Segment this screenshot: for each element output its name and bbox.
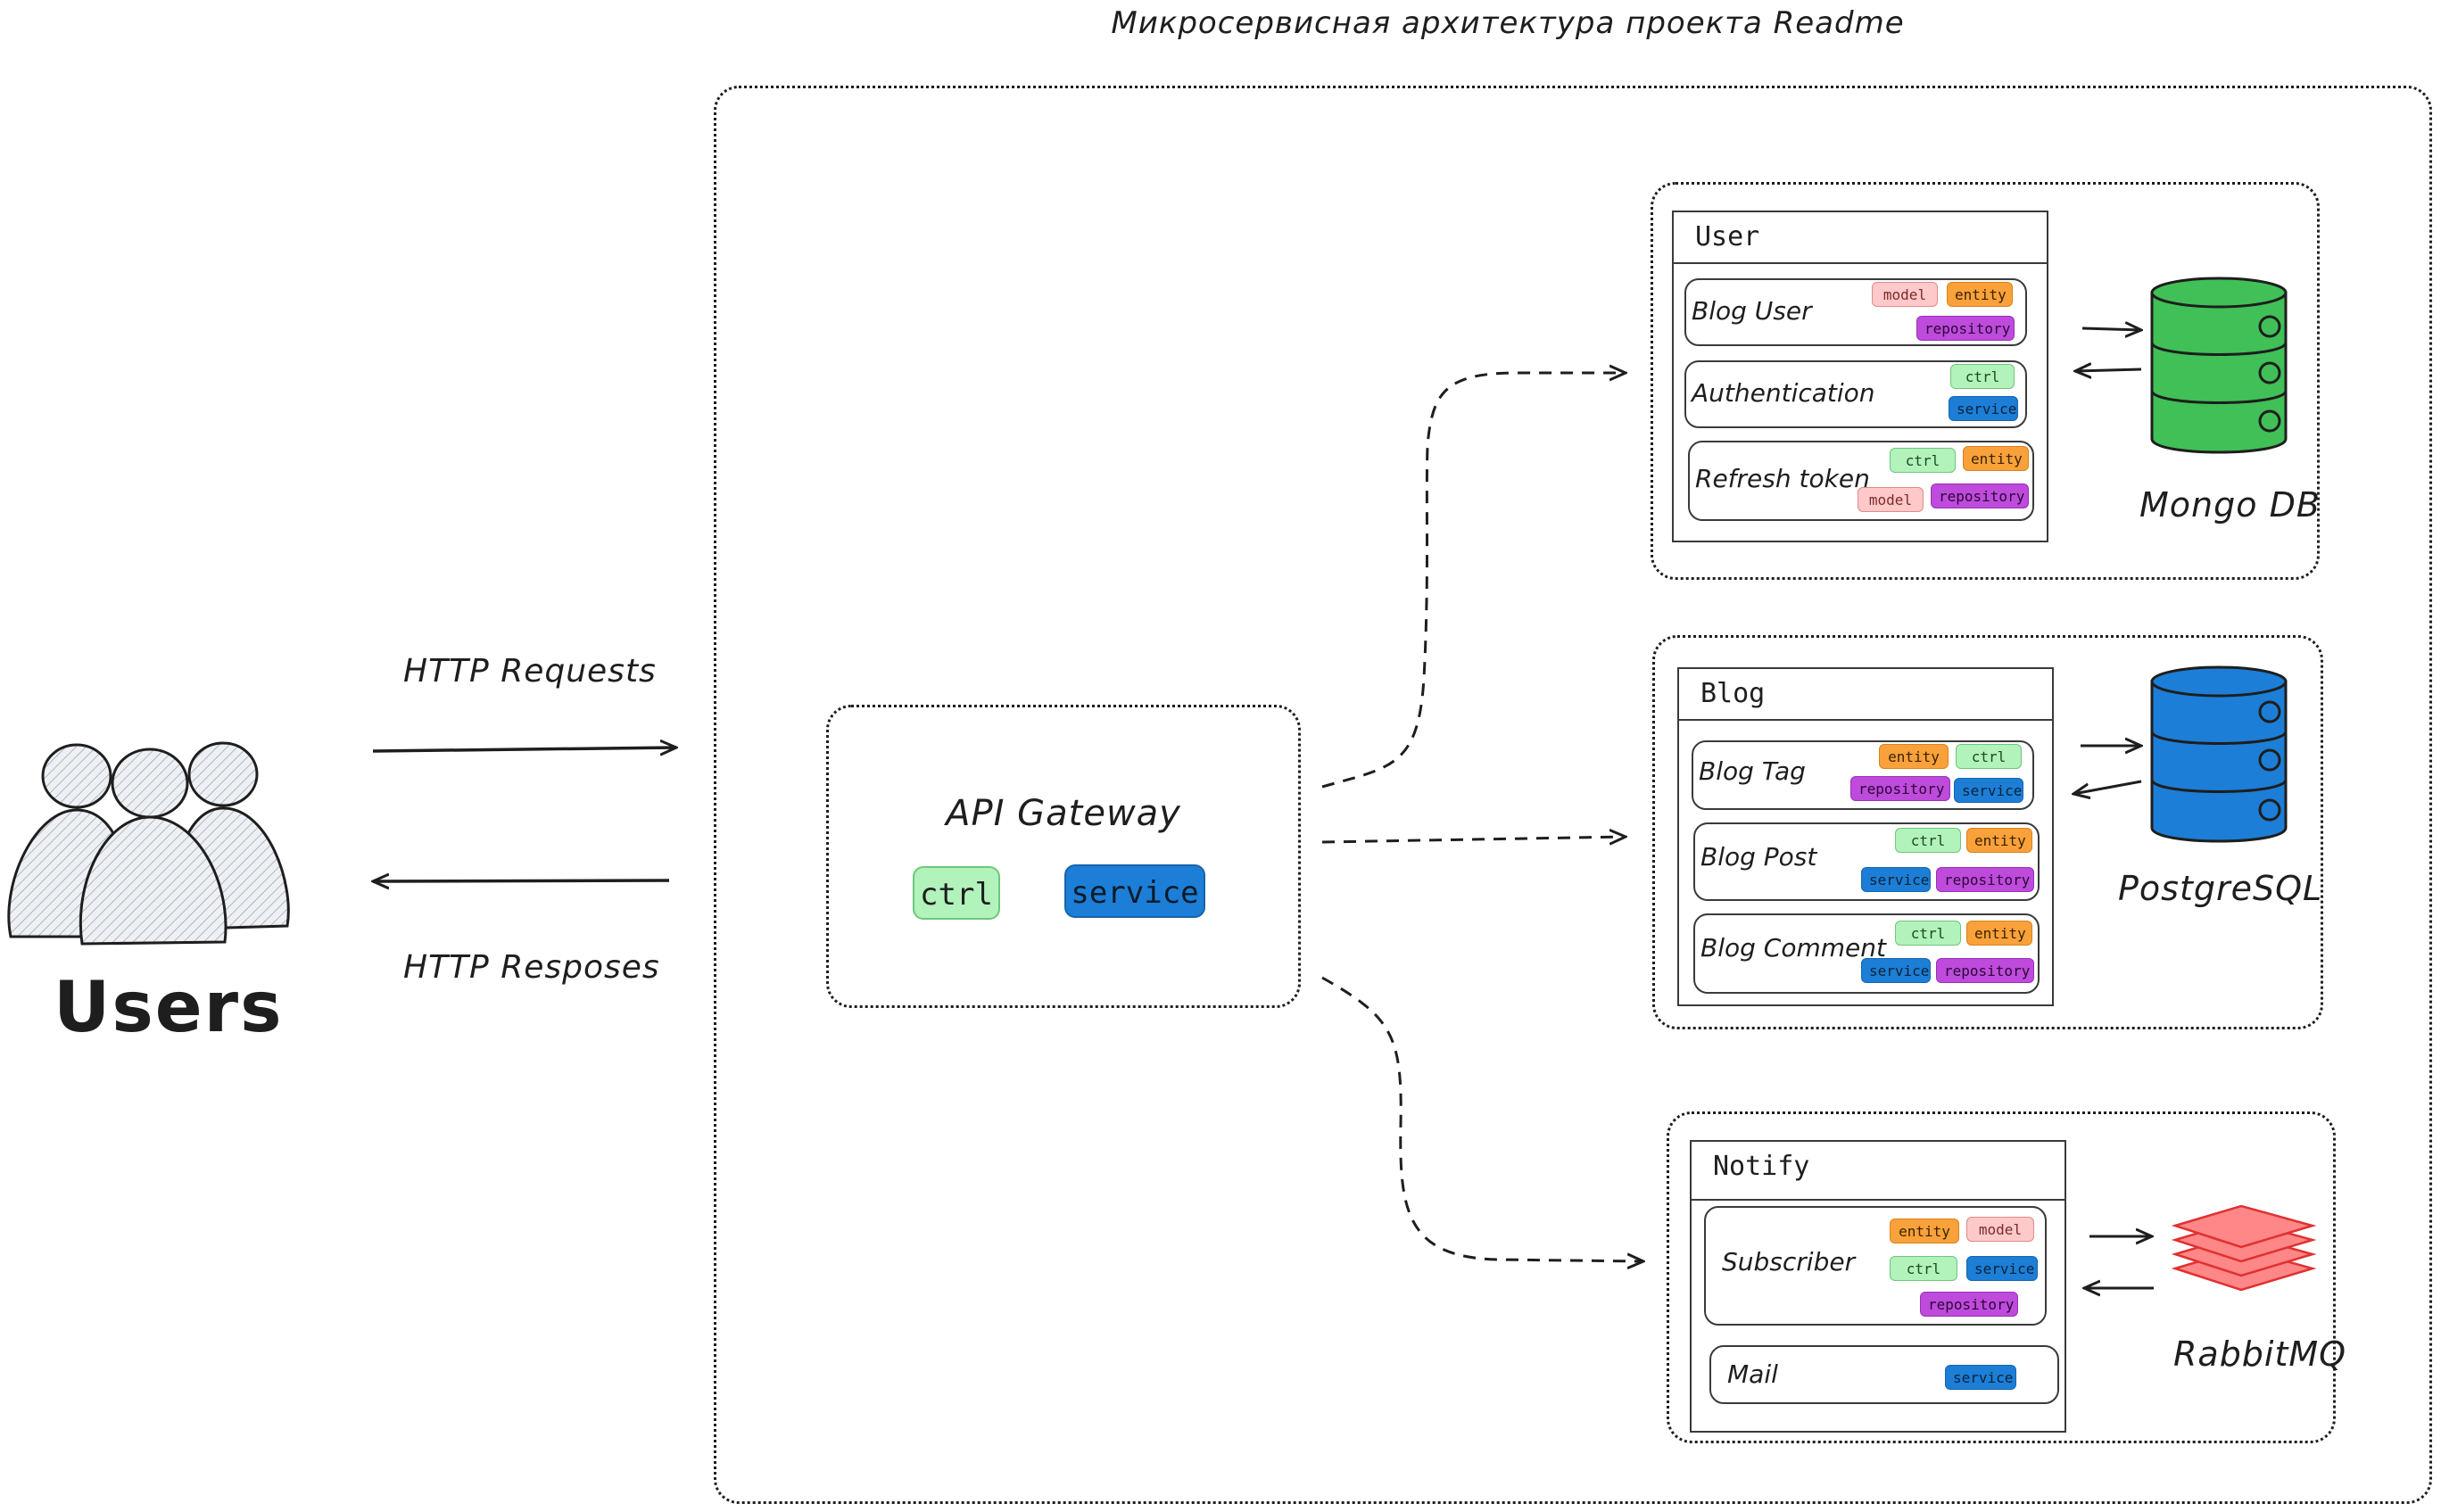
module-label: Mail [1727, 1359, 1778, 1389]
chip-ctrl: ctrl [1950, 364, 2015, 389]
chip-ctrl: ctrl [1895, 828, 1961, 853]
mongo-db-icon [2150, 277, 2288, 454]
notify-service-frame [1667, 1111, 2336, 1443]
module-label: Authentication [1692, 378, 1875, 408]
module-label: Blog Tag [1699, 756, 1806, 786]
notify-service-title: Notify [1713, 1151, 1810, 1182]
user-service-title: User [1695, 221, 1760, 252]
postgresql-db-icon [2150, 665, 2288, 843]
users-label: Users [54, 968, 284, 1048]
module-subscriber: Subscriber entity model ctrl service rep… [1704, 1206, 2047, 1326]
chip-repository: repository [1931, 483, 2029, 508]
chip-service: service [1949, 396, 2018, 421]
system-boundary [714, 86, 2432, 1504]
notify-service-panel: Notify Subscriber entity model ctrl serv… [1690, 1140, 2066, 1433]
chip-ctrl: ctrl [1890, 1256, 1957, 1281]
mongo-db-label: Mongo DB [2139, 485, 2321, 525]
chip-service: service [1861, 958, 1931, 983]
module-blog-tag: Blog Tag entity ctrl repository service [1692, 740, 2034, 810]
module-label: Subscriber [1722, 1247, 1856, 1277]
chip-model: model [1872, 282, 1938, 307]
diagram-title: Микросервисная архитектура проекта Readm… [1111, 5, 1905, 41]
chip-ctrl: ctrl [1890, 448, 1956, 473]
blog-service-panel: Blog Blog Tag entity ctrl repository ser… [1677, 667, 2054, 1006]
chip-entity: entity [1966, 828, 2032, 853]
postgresql-label: PostgreSQL [2118, 869, 2323, 908]
blog-db-response-arrow [2073, 780, 2142, 794]
users-icon [7, 741, 290, 946]
chip-service: service [1861, 867, 1931, 892]
chip-repository: repository [1850, 776, 1950, 801]
chip-ctrl: ctrl [1895, 921, 1961, 946]
rabbitmq-label: RabbitMQ [2173, 1334, 2347, 1374]
chip-service: service [1945, 1365, 2016, 1390]
user-service-frame [1651, 182, 2320, 580]
module-label: Refresh token [1695, 464, 1870, 493]
chip-repository: repository [1920, 1292, 2018, 1317]
http-requests-arrow [372, 748, 676, 751]
gateway-to-notify-link [1321, 976, 1643, 1261]
chip-entity: entity [1890, 1219, 1959, 1243]
module-blog-comment: Blog Comment ctrl entity service reposit… [1693, 913, 2040, 994]
module-blog-post: Blog Post ctrl entity service repository [1693, 822, 2040, 901]
module-label: Blog Post [1700, 842, 1817, 872]
user-service-panel: User Blog User model entity repository A… [1672, 211, 2048, 542]
chip-model: model [1858, 487, 1924, 512]
module-label: Blog User [1692, 296, 1812, 326]
chip-service: service [1966, 1256, 2038, 1281]
blog-service-frame [1652, 635, 2323, 1029]
gateway-ctrl-chip: ctrl [913, 866, 1000, 920]
http-responses-arrow [373, 880, 670, 881]
chip-repository: repository [1916, 316, 2015, 341]
chip-model: model [1966, 1217, 2034, 1242]
chip-repository: repository [1936, 958, 2034, 983]
chip-service: service [1954, 778, 2023, 803]
chip-repository: repository [1936, 867, 2034, 892]
api-gateway-label: API Gateway [946, 793, 1181, 834]
rabbitmq-icon [2171, 1204, 2317, 1292]
http-responses-label: HTTP Resposes [403, 949, 660, 986]
chip-ctrl: ctrl [1956, 744, 2022, 769]
chip-entity: entity [1879, 744, 1949, 769]
user-db-response-arrow [2075, 369, 2142, 371]
module-label: Blog Comment [1700, 933, 1886, 963]
gateway-service-chip: service [1064, 864, 1205, 918]
api-gateway: API Gateway ctrl service [826, 705, 1301, 1008]
chip-entity: entity [1947, 282, 2013, 307]
gateway-to-user-link [1321, 373, 1626, 789]
chip-entity: entity [1966, 921, 2032, 946]
module-authentication: Authentication ctrl service [1684, 360, 2027, 428]
gateway-to-blog-link [1321, 837, 1626, 842]
module-blog-user: Blog User model entity repository [1684, 278, 2027, 346]
module-mail: Mail service [1709, 1345, 2059, 1404]
blog-service-title: Blog [1700, 678, 1766, 709]
http-requests-label: HTTP Requests [403, 653, 657, 690]
user-db-request-arrow [2081, 328, 2141, 330]
module-refresh-token: Refresh token ctrl entity model reposito… [1688, 441, 2034, 521]
chip-entity: entity [1963, 446, 2029, 471]
